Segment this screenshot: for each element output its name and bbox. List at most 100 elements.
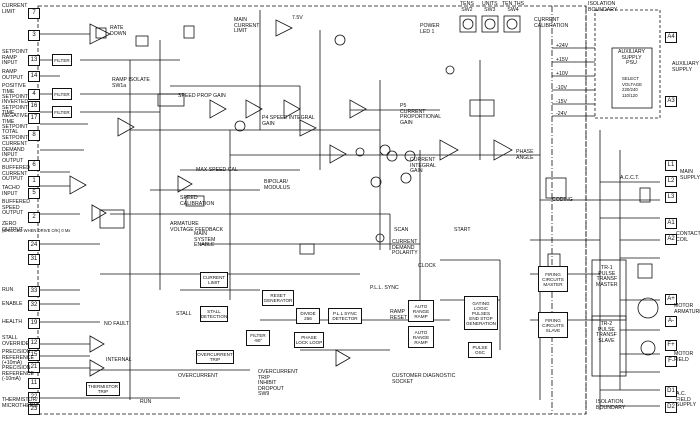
auto-range-ramp-block-2: AUTO RANGE RAMP (408, 326, 434, 348)
rail-minus24: -24V (556, 111, 567, 117)
pll-sync-detector-block: P.L.L SYNC DETECTOR (328, 308, 362, 324)
label-negative-setpoint: NEGATIVE TIME SETPOINT (2, 113, 28, 131)
terminal-6: 6 (28, 160, 40, 171)
terminal-5: 5 (28, 188, 40, 199)
label-precision-ref-pos: PRECISION REFERENCE (+10mA) (2, 349, 34, 367)
label-bridged: (BRIDGED WHEN DRIVE O/K) 0 Mx (2, 228, 71, 233)
terminal-16: 16 (28, 101, 40, 112)
filter-block-2: FILTER (52, 88, 72, 100)
thermistor-trip-block: THERMISTOR TRIP (86, 382, 120, 396)
label-internal: INTERNAL (106, 357, 132, 363)
terminal-11: 11 (28, 378, 40, 389)
label-bipolar-modulus: BIPOLAR/ MODULUS (264, 179, 290, 191)
label-overcurrent: OVERCURRENT (178, 373, 219, 379)
label-pll-sync: P.L.L. SYNC (370, 285, 399, 291)
reset-generator-block: RESET GENERATOR (262, 290, 294, 306)
label-aux-box: AUXILIARY SUPPLY PSU (618, 49, 646, 67)
label-health: HEALTH (2, 319, 23, 325)
rail-minus15: -15V (556, 99, 567, 105)
label-start: START (454, 227, 471, 233)
filter-block-3: FILTER (52, 106, 72, 118)
terminal-a-minus: A- (665, 316, 677, 327)
terminal-d1: D1 (665, 386, 677, 397)
terminal-15: 15 (28, 350, 40, 361)
label-speed-prop-gain: SPEED PROP GAIN (178, 93, 226, 99)
terminal-7: 7 (28, 8, 40, 19)
terminal-1: 1 (28, 176, 40, 187)
label-positive-setpoint: POSITIVE TIME SETPOINT (2, 83, 28, 101)
label-zero-output: ZERO OUTPUT (2, 221, 24, 233)
label-max-speed-cal: MAX SPEED CAL (196, 167, 238, 173)
label-setpoint-ramp: SETPOINT RAMP INPUT (2, 49, 28, 67)
label-rate-down: RATE DOWN (110, 25, 127, 37)
label-buffered-current: BUFFERED CURRENT OUTPUT (2, 165, 30, 183)
rail-plus10: +10V (556, 71, 569, 77)
label-current-demand-polarity: CURRENT DEMAND POLARITY (392, 239, 418, 257)
label-ramp-output: RAMP OUTPUT (2, 69, 24, 81)
divide-256-block: DIVIDE 256 (296, 308, 320, 324)
label-stall: STALL (176, 311, 192, 317)
terminal-23: 23 (28, 404, 40, 415)
label-v75: 7.5V (292, 15, 303, 21)
label-run-bottom: RUN (140, 399, 152, 405)
label-isolation-bottom: ISOLATION BOUNDARY (596, 399, 626, 411)
terminal-19: 19 (28, 318, 40, 329)
terminal-14: 14 (28, 71, 40, 82)
overcurrent-trip-block: OVERCURRENT TRIP (196, 350, 234, 364)
label-speed-calibration: SPEED CALIBRATION (180, 195, 215, 207)
label-units: UNITS SW3 (482, 1, 498, 13)
label-contactor-coil: CONTACTOR COIL (676, 231, 700, 243)
terminal-21: 21 (28, 362, 40, 373)
terminal-24: 24 (28, 240, 40, 251)
terminal-31: 31 (28, 254, 40, 265)
terminal-32: 32 (28, 300, 40, 311)
terminal-4: 4 (28, 89, 40, 100)
label-main-current-limit: MAIN CURRENT LIMIT (234, 17, 260, 35)
filter-block-1: FILTER (52, 54, 72, 66)
label-tens: TENS SW2 (460, 1, 474, 13)
terminal-13: 13 (28, 55, 40, 66)
rail-plus24: +24V (556, 43, 569, 49)
label-auxiliary-supply: AUXILIARY SUPPLY (672, 61, 700, 73)
terminal-22: 22 (28, 392, 40, 403)
label-customer-socket: CUSTOMER DIAGNOSTIC SOCKET (392, 373, 456, 385)
label-select-voltage: SELECT VOLTAGE 220/240 110/120 (622, 76, 643, 98)
label-current-integral-gain: CURRENT INTEGRAL GAIN (410, 157, 436, 175)
label-acct: A.C.C.T. (620, 175, 640, 181)
label-tacho-input: TACHO INPUT (2, 185, 20, 197)
terminal-f-minus: F- (665, 356, 677, 367)
terminal-a4: A4 (665, 32, 677, 43)
auto-range-ramp-block-1: AUTO RANGE RAMP (408, 300, 434, 322)
terminal-d2: D2 (665, 402, 677, 413)
pulse-osc-block: PULSE OSC (468, 342, 492, 358)
label-armature-voltage-fb: ARMATURE VOLTAGE FEEDBACK (170, 221, 224, 233)
stall-detection-block: STALL DETECTION (200, 306, 228, 322)
terminal-a1: A1 (665, 218, 677, 229)
label-clock: CLOCK (418, 263, 436, 269)
terminal-l3: L3 (665, 192, 677, 203)
label-power-led: POWER LED 1 (420, 23, 440, 35)
label-stall-override: STALL OVERRIDE (2, 335, 30, 347)
terminal-a2: A2 (665, 234, 677, 245)
label-ramp-isolate: RAMP ISOLATE SW1a (112, 77, 150, 89)
firing-slave-block: FIRING CIRCUITS SLAVE (538, 312, 568, 338)
label-main-supply: MAIN SUPPLY (680, 169, 700, 181)
label-current-prop-gain: P5 CURRENT PROPORTIONAL GAIN (400, 103, 442, 126)
label-scan: SCAN (394, 227, 409, 233)
terminal-f-plus: F+ (665, 340, 677, 351)
label-motor-field: MOTOR FIELD (674, 351, 694, 363)
label-ac-field-supply: A.C. FIELD SUPPLY (676, 391, 697, 409)
terminal-33: 33 (28, 286, 40, 297)
label-enable: ENABLE (2, 301, 23, 307)
label-total-setpoint: TOTAL SETPOINT (2, 129, 28, 141)
terminal-2: 2 (28, 212, 40, 223)
rail-plus15: +15V (556, 57, 569, 63)
label-motor-armature: MOTOR ARMATURE (674, 303, 700, 315)
label-current-demand: CURRENT DEMAND INPUT OUTPUT (2, 141, 28, 164)
terminal-a3: A3 (665, 96, 677, 107)
label-coding: CODING (552, 197, 573, 203)
terminal-8: 8 (28, 130, 40, 141)
label-no-fault: NO FAULT (104, 321, 129, 327)
label-ten-ths: TEN THS SW4 (502, 1, 525, 13)
